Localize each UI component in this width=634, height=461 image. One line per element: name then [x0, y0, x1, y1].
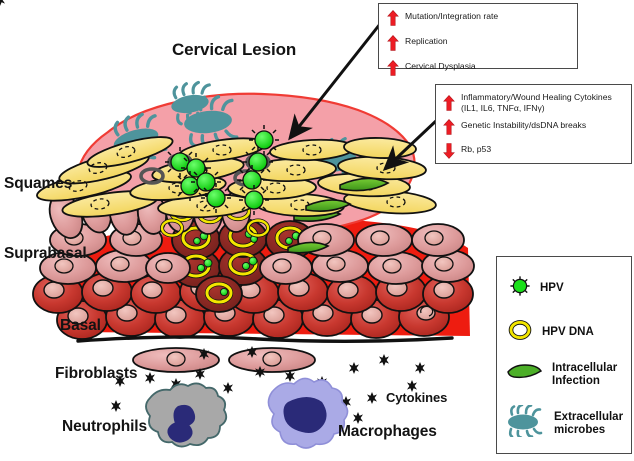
annotation-text: Genetic Instability/dsDNA breaks — [461, 120, 587, 130]
legend-item-hpv-dna: HPV DNA — [507, 319, 594, 346]
annotation-text: Replication — [405, 36, 448, 46]
hpv-dna-ring-icon — [507, 319, 533, 346]
up-arrow-icon — [443, 95, 455, 116]
up-arrow-icon — [387, 60, 399, 81]
label-macrophages: Macrophages — [338, 423, 437, 440]
annotation-row: Mutation/Integration rate — [387, 10, 569, 31]
connector-group — [288, 23, 439, 172]
fibroblast-group — [132, 347, 316, 373]
intracellular-infection-squame-group — [305, 177, 390, 212]
annotation-row: Replication — [387, 35, 569, 56]
connector-lesion-to-box2 — [382, 118, 439, 172]
legend-item-extracellular-microbes: Extracellular microbes — [501, 403, 634, 442]
intracellular-infection-icon — [505, 361, 543, 388]
label-neutrophils: Neutrophils — [62, 418, 148, 435]
legend-item-intracellular-infection: Intracellular Infection — [505, 361, 634, 388]
annotation-box-lesion-outcomes: Mutation/Integration rate Replication Ce… — [378, 3, 578, 76]
annotation-text: Cervical Dysplasia — [405, 61, 476, 71]
annotation-text: Rb, p53 — [461, 144, 492, 154]
label-suprabasal: Suprabasal — [4, 245, 87, 262]
legend-label: Extracellular microbes — [554, 411, 624, 436]
annotation-box-inflammation-outcomes: Inflammatory/Wound Healing Cytokines (IL… — [435, 84, 632, 164]
legend-label: Intracellular Infection — [552, 362, 618, 387]
annotation-text: Mutation/Integration rate — [405, 11, 499, 21]
macrophage-cell — [267, 377, 349, 449]
annotation-row: Cervical Dysplasia — [387, 60, 569, 81]
up-arrow-icon — [387, 35, 399, 56]
annotation-row: Inflammatory/Wound Healing Cytokines (IL… — [443, 91, 625, 116]
basal-cell-layer — [32, 272, 474, 340]
neutrophil-cell — [145, 382, 228, 448]
hpv-virion-group — [165, 125, 279, 215]
legend-panel: HPV HPV DNA Intracellular Infection — [496, 256, 632, 454]
legend-item-hpv: HPV — [509, 275, 564, 302]
label-fibroblasts: Fibroblasts — [55, 365, 138, 382]
basement-membrane — [76, 335, 454, 343]
up-arrow-icon — [443, 119, 455, 140]
legend-label: HPV — [540, 282, 564, 295]
annotation-row: Genetic Instability/dsDNA breaks — [443, 119, 625, 140]
legend-label: HPV DNA — [542, 326, 594, 339]
label-cytokines: Cytokines — [386, 390, 448, 405]
label-basal: Basal — [60, 317, 101, 334]
annotation-text: Inflammatory/Wound Healing Cytokines (IL… — [461, 92, 612, 113]
label-squames: Squames — [4, 175, 73, 192]
annotation-row: Rb, p53 — [443, 143, 625, 164]
cytokine-group — [0, 0, 425, 424]
up-arrow-icon — [387, 10, 399, 31]
connector-lesion-to-box1 — [288, 23, 382, 141]
extracellular-microbe-icon — [501, 403, 545, 442]
hpv-virion-icon — [509, 275, 531, 302]
label-cervical-lesion: Cervical Lesion — [172, 40, 297, 59]
down-arrow-icon — [443, 143, 455, 164]
